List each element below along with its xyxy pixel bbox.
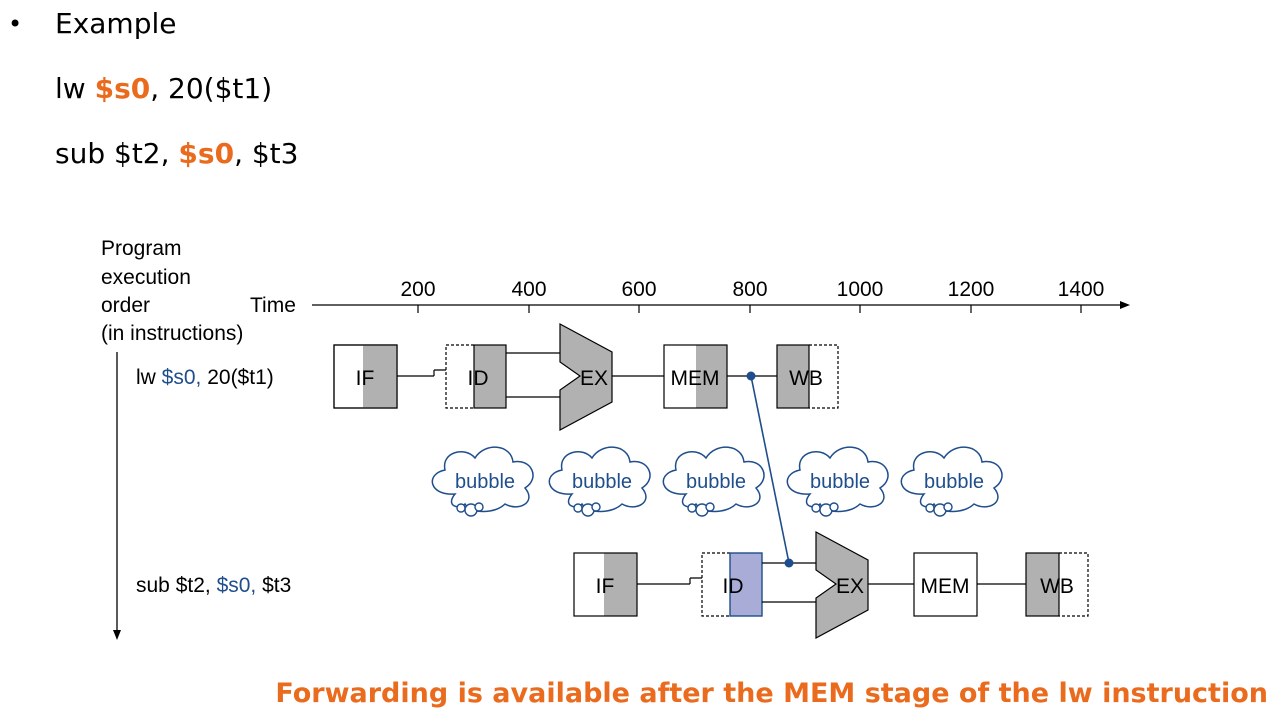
bubble-label: bubble xyxy=(924,471,984,493)
code-reg-highlight: $s0 xyxy=(178,137,235,170)
order-label-line: order xyxy=(101,294,150,317)
stage-ex-alu xyxy=(559,322,613,432)
stage-wb-solid-border xyxy=(776,344,810,409)
stage-id-dashed-border xyxy=(445,344,474,409)
stage-wb-dashed-border xyxy=(809,344,839,409)
bullet: • xyxy=(8,10,23,38)
instr-label-sub: sub $t2, $s0, $t3 xyxy=(136,574,291,597)
stage-mem-label: MEM xyxy=(921,575,970,598)
stage-id-solid-border xyxy=(473,344,507,409)
instr-text: 20($t1) xyxy=(201,366,273,389)
bubble-label: bubble xyxy=(686,471,746,493)
tick-label: 800 xyxy=(732,278,767,301)
time-axis-arrow xyxy=(1120,301,1130,309)
stage-wb-solid-border xyxy=(1025,552,1060,617)
bubble-label: bubble xyxy=(572,471,632,493)
stage-id-dashed-border xyxy=(701,552,730,617)
stage-id-highlight xyxy=(730,553,762,616)
forwarding-path xyxy=(746,371,794,568)
order-label-line: Program xyxy=(101,237,182,260)
example-label: Example xyxy=(55,7,177,40)
code-line-sub: sub $t2, $s0, $t3 xyxy=(55,140,298,168)
stage-if-label: IF xyxy=(356,367,375,390)
pipeline-lw: IF ID EX MEM WB xyxy=(333,322,839,432)
forwarding-target-dot xyxy=(784,558,794,568)
bubble: bubble xyxy=(548,446,651,517)
stage-wb-shade xyxy=(1026,553,1059,616)
latch-mark xyxy=(433,369,446,376)
stage-id-label: ID xyxy=(723,575,744,598)
instr-text: lw xyxy=(136,366,162,389)
tick-label: 1200 xyxy=(948,278,995,301)
footer-note: Forwarding is available after the MEM st… xyxy=(275,678,1268,709)
tick-label: 1000 xyxy=(837,278,884,301)
stage-wb-label: WB xyxy=(789,367,823,390)
forwarding-source-dot xyxy=(746,371,756,381)
stage-id-shade xyxy=(474,345,506,408)
time-ticks: 200 400 600 800 1000 1200 1400 xyxy=(400,278,1104,313)
code-reg-highlight: $s0 xyxy=(94,72,151,105)
tick-label: 200 xyxy=(400,278,435,301)
instr-reg: $s0, xyxy=(217,574,257,597)
latch-mark xyxy=(689,577,702,584)
code-op: sub $t2, xyxy=(55,137,170,170)
code-op: lw xyxy=(55,72,86,105)
stage-if-label: IF xyxy=(596,575,615,598)
bubble: bubble xyxy=(431,446,534,517)
tick-label: 600 xyxy=(621,278,656,301)
order-axis-arrow xyxy=(113,630,121,640)
code-line-lw: lw $s0, 20($t1) xyxy=(55,75,272,103)
stage-mem-shade xyxy=(696,345,727,408)
stage-ex-label: EX xyxy=(836,575,864,598)
stage-mem-box xyxy=(913,552,978,617)
stage-id-solid-border xyxy=(729,552,763,617)
stage-if-shade xyxy=(363,345,397,408)
stage-id-label: ID xyxy=(468,367,489,390)
bubble-label: bubble xyxy=(455,471,515,493)
forwarding-line xyxy=(750,375,790,564)
instr-reg: $s0, xyxy=(162,366,202,389)
pipeline-sub: IF ID EX MEM WB xyxy=(573,530,1089,640)
bubble: bubble xyxy=(662,446,765,517)
stage-ex-label: EX xyxy=(580,367,608,390)
stage-ex-alu xyxy=(815,530,869,640)
stage-wb-dashed-border xyxy=(1059,552,1089,617)
stage-if-shade xyxy=(604,553,637,616)
bubbles: bubble bubble bubble bubble bubble xyxy=(431,446,1003,517)
time-label: Time xyxy=(250,294,296,317)
instr-text: $t3 xyxy=(256,574,291,597)
bubble: bubble xyxy=(900,446,1003,517)
stage-wb-shade xyxy=(777,345,809,408)
tick-label: 400 xyxy=(511,278,546,301)
code-rest: , $t3 xyxy=(234,137,299,170)
order-label: Program execution order (in instructions… xyxy=(101,237,243,345)
code-rest: , 20($t1) xyxy=(150,72,273,105)
bubble: bubble xyxy=(786,446,889,517)
order-label-line: execution xyxy=(101,266,191,289)
order-label-line: (in instructions) xyxy=(101,322,243,345)
instr-label-lw: lw $s0, 20($t1) xyxy=(136,366,274,389)
bubble-label: bubble xyxy=(810,471,870,493)
stage-mem-label: MEM xyxy=(671,367,720,390)
tick-label: 1400 xyxy=(1058,278,1105,301)
instr-text: sub $t2, xyxy=(136,574,217,597)
stage-wb-label: WB xyxy=(1040,575,1074,598)
